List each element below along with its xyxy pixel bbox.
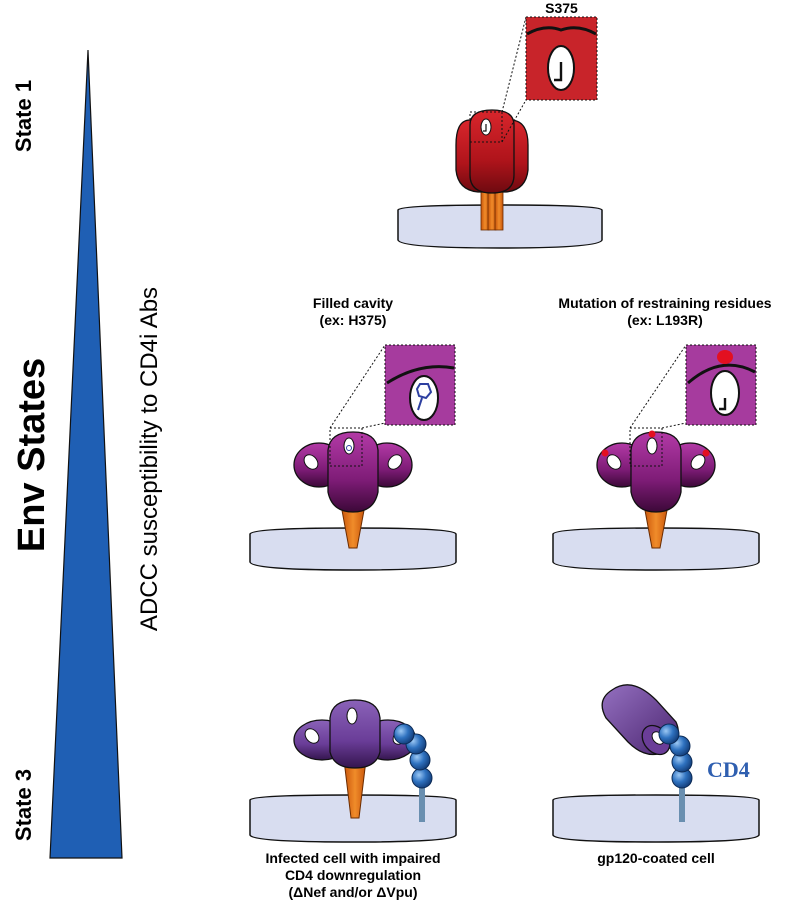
s375-label: S375 bbox=[545, 0, 578, 16]
infected-cell-caption: Infected cell with impaired CD4 downregu… bbox=[243, 850, 463, 901]
filled-membrane bbox=[249, 527, 457, 571]
filled-cavity-right bbox=[387, 454, 403, 470]
infected-gp120-center bbox=[329, 699, 381, 769]
filled-inset-ring bbox=[415, 383, 433, 411]
mutation-title-line2: (ex: L193R) bbox=[627, 312, 703, 328]
state-3-label: State 3 bbox=[11, 768, 36, 842]
mutation-inset-arch bbox=[687, 363, 756, 385]
mutation-membrane bbox=[552, 527, 760, 571]
adcc-gradient-label: ADCC susceptibility to CD4i Abs bbox=[136, 286, 163, 632]
state1-zoom-box-small bbox=[469, 111, 503, 143]
filled-cavity-title: Filled cavity (ex: H375) bbox=[263, 295, 443, 329]
mutation-title-line1: Mutation of restraining residues bbox=[558, 295, 772, 311]
mutation-residue-dot-center bbox=[648, 430, 656, 438]
state1-inset-arch bbox=[526, 26, 597, 36]
state1-inset-residue bbox=[554, 62, 563, 82]
mutation-zoom-line-bottom bbox=[661, 422, 687, 429]
infected-cd4-bead-1 bbox=[411, 767, 433, 789]
state-1-label: State 1 bbox=[11, 79, 36, 153]
filled-inset-arch bbox=[386, 365, 455, 385]
env-states-title: Env States bbox=[11, 357, 53, 553]
filled-zoom-box-small bbox=[329, 427, 363, 467]
infected-cell-caption-line1: Infected cell with impaired bbox=[265, 850, 441, 866]
mutation-cavity-right bbox=[690, 454, 706, 470]
filled-cavity-title-line2: (ex: H375) bbox=[319, 312, 387, 328]
state1-zoom-line-top bbox=[501, 16, 527, 113]
cd4-label: CD4 bbox=[707, 757, 750, 782]
coated-cd4-bead-4 bbox=[658, 723, 680, 745]
mutation-inset-residue bbox=[719, 398, 727, 411]
coated-membrane bbox=[552, 794, 760, 843]
state2-mutation-trimer bbox=[552, 344, 760, 571]
mutation-gp120-center bbox=[630, 431, 682, 513]
state1-gp120-center bbox=[469, 109, 515, 194]
filled-zoom-line-top bbox=[329, 344, 386, 429]
mutation-cavity-left bbox=[606, 454, 622, 470]
mutation-residue-dot-right bbox=[702, 449, 710, 457]
mutation-zoom-line-top bbox=[629, 344, 687, 429]
infected-cell-caption-line3: (ΔNef and/or ΔVpu) bbox=[288, 884, 418, 900]
infected-cavity-left bbox=[304, 728, 320, 744]
state3-gp120-coated-cell bbox=[552, 684, 760, 843]
mutation-inset-cavity bbox=[710, 370, 740, 416]
state3-infected-cell-trimer bbox=[249, 699, 457, 843]
filled-cavity-title-line1: Filled cavity bbox=[312, 295, 394, 311]
infected-cell-caption-line2: CD4 downregulation bbox=[284, 867, 422, 883]
mutation-inset-red-residue bbox=[717, 350, 733, 364]
gp120-coated-caption: gp120-coated cell bbox=[597, 850, 715, 866]
filled-gp120-center bbox=[327, 431, 379, 513]
susceptibility-gradient-triangle bbox=[49, 49, 123, 859]
state2-filled-cavity-trimer bbox=[249, 344, 457, 571]
state1-env-trimer bbox=[397, 16, 603, 249]
state1-cavity-residue bbox=[483, 124, 487, 132]
state1-zoom-line-bottom bbox=[501, 99, 527, 143]
filled-cavity-ring-mini bbox=[346, 445, 352, 451]
mutation-cavity-center bbox=[646, 437, 658, 455]
mutation-title: Mutation of restraining residues (ex: L1… bbox=[540, 295, 790, 329]
filled-cavity-left bbox=[303, 454, 319, 470]
mutation-zoom-box-small bbox=[629, 427, 663, 467]
infected-cd4-bead-4 bbox=[393, 723, 415, 745]
filled-zoom-line-bottom bbox=[361, 422, 386, 429]
mutation-residue-dot-left bbox=[601, 449, 609, 457]
infected-cavity-center bbox=[346, 707, 358, 725]
